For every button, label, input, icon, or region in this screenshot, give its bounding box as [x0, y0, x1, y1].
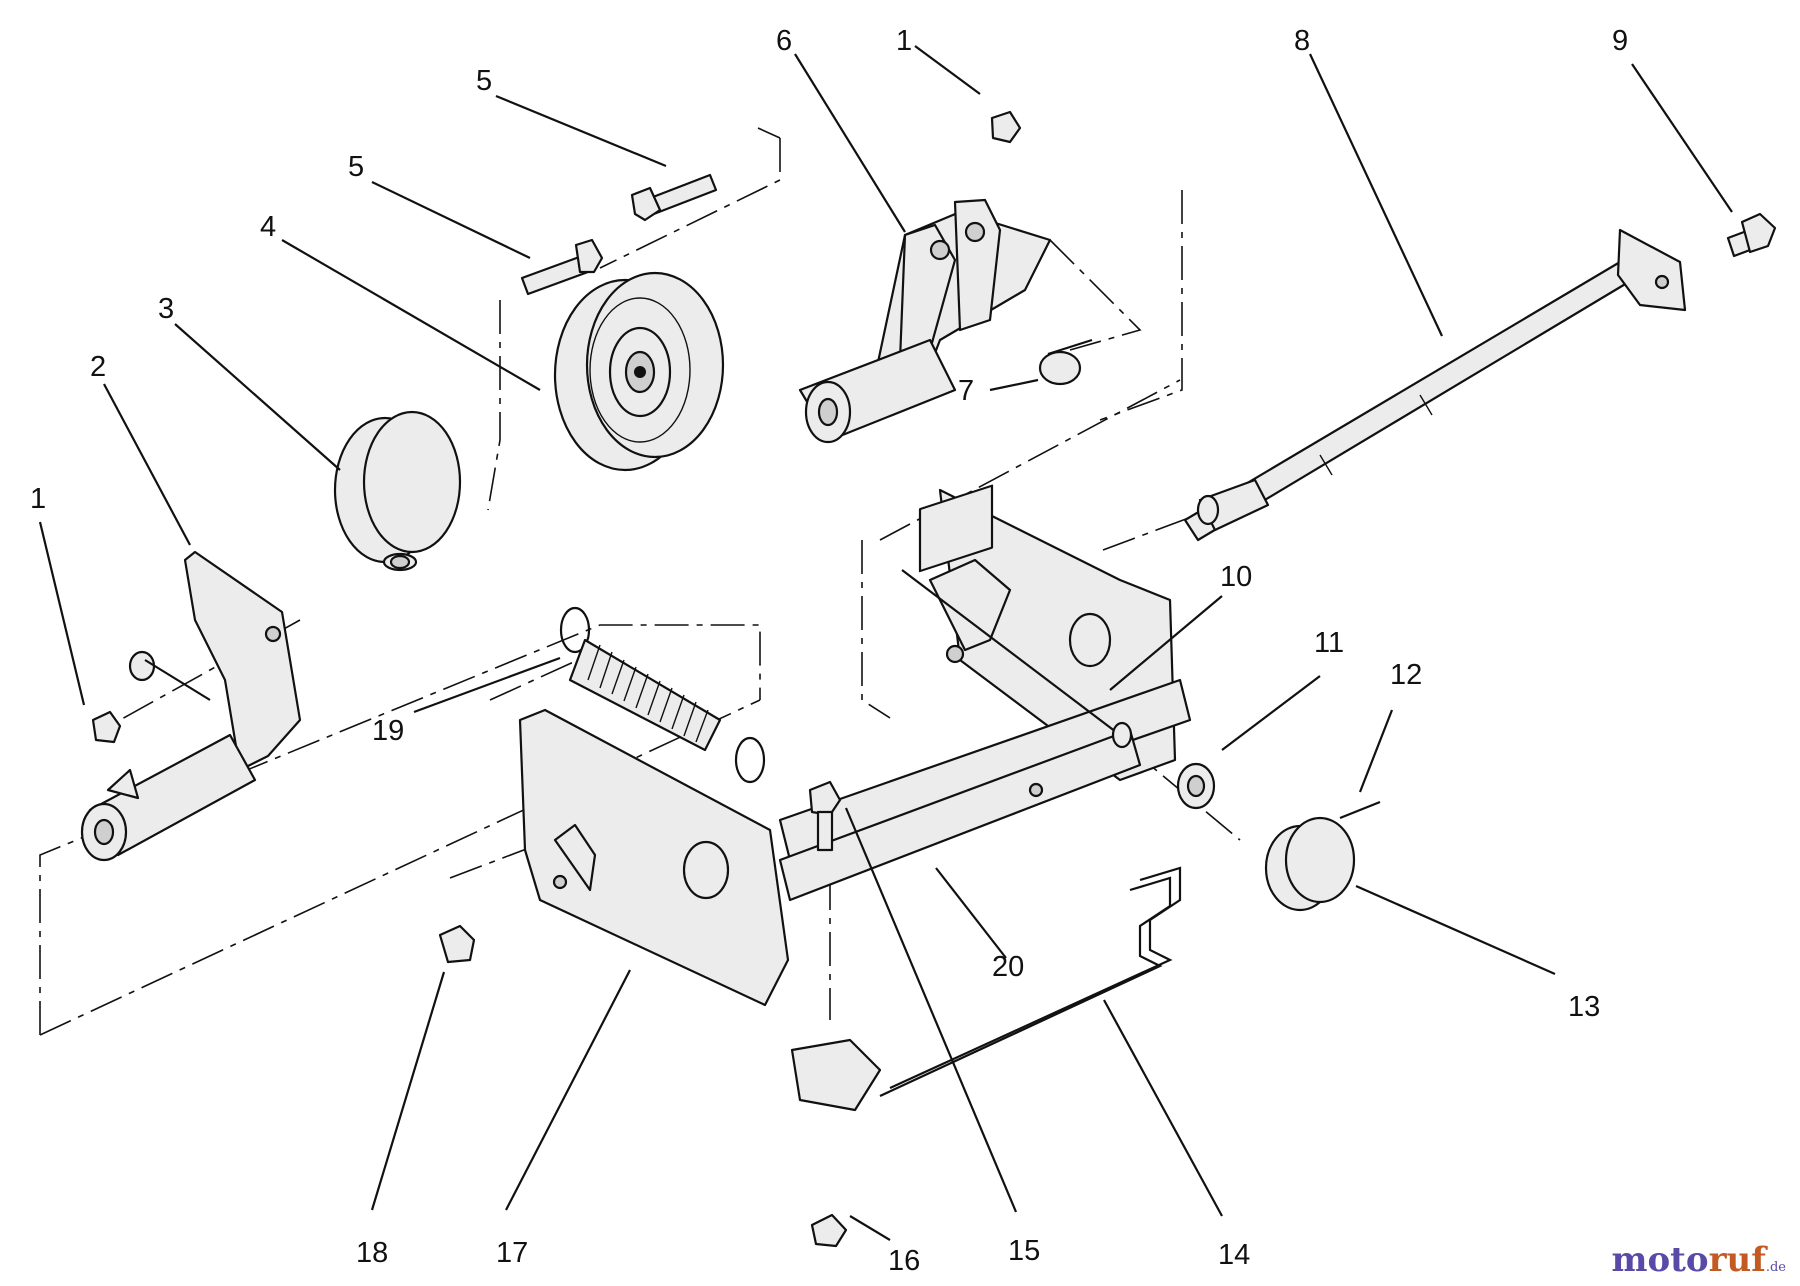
part-2-bracket	[80, 550, 302, 862]
part-1-nuts	[91, 110, 1022, 744]
part-3-pulley	[333, 410, 462, 572]
main-frame	[778, 484, 1192, 902]
part-9-bolt	[1726, 212, 1777, 258]
callout-13: 13	[1568, 991, 1600, 1023]
motoruf-watermark-logo: motoruf.de	[1611, 1240, 1786, 1280]
part-4-pulley	[553, 271, 725, 472]
callout-1-left: 1	[30, 483, 46, 515]
part-15-bolt	[808, 780, 842, 852]
callout-3: 3	[158, 293, 174, 325]
part-7-pin	[1038, 338, 1093, 386]
callout-6: 6	[776, 25, 792, 57]
part-6-bracket	[798, 198, 1052, 444]
callout-9: 9	[1612, 25, 1628, 57]
callout-4: 4	[260, 211, 276, 243]
callout-2: 2	[90, 351, 106, 383]
callout-5-upper: 5	[476, 65, 492, 97]
leader-lines	[38, 45, 1733, 1241]
callout-16: 16	[888, 1245, 920, 1277]
part-14-rod	[879, 866, 1182, 1097]
callout-18: 18	[356, 1237, 388, 1269]
part-8-shaft	[1183, 228, 1687, 542]
callout-1-top: 1	[896, 25, 912, 57]
callout-20: 20	[992, 951, 1024, 983]
part-17-plate	[518, 708, 790, 1007]
part-11-washer	[1176, 762, 1216, 810]
callout-10: 10	[1220, 561, 1252, 593]
part-16-nut	[790, 1038, 882, 1248]
callout-7: 7	[958, 375, 974, 407]
callout-15: 15	[1008, 1235, 1040, 1267]
callout-5-lower: 5	[348, 151, 364, 183]
callout-19: 19	[372, 715, 404, 747]
part-12-pin	[1339, 800, 1381, 820]
part-5-bolts	[520, 173, 718, 296]
part-18-nut	[438, 924, 476, 964]
callout-numbers: 1 1 2 3 4 5 5 6 7 8 9 10 11 12 13 14 15 …	[30, 25, 1628, 1277]
part-13-knob	[1264, 816, 1356, 912]
callout-14: 14	[1218, 1239, 1250, 1271]
callout-17: 17	[496, 1237, 528, 1269]
part-19-spring	[559, 606, 766, 784]
callout-12: 12	[1390, 659, 1422, 691]
callout-8: 8	[1294, 25, 1310, 57]
callout-11: 11	[1314, 627, 1344, 659]
